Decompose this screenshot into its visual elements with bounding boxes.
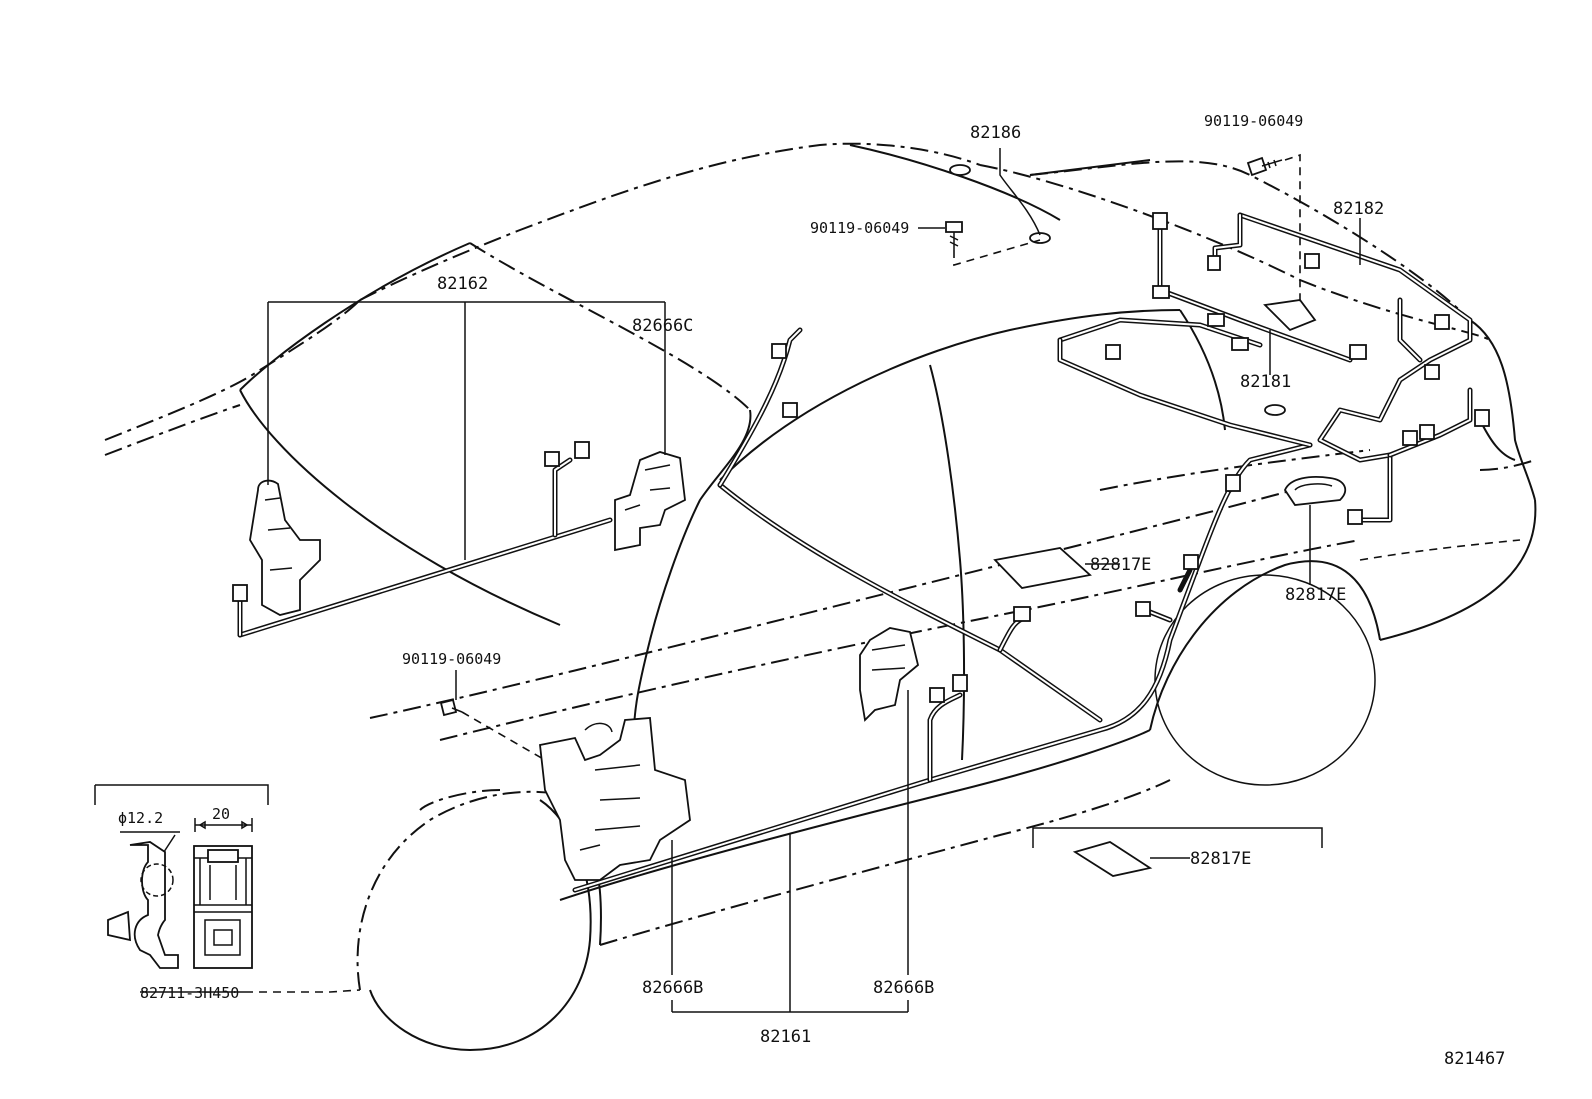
label-82182: 82182 bbox=[1333, 199, 1384, 219]
inset-pad-82817E bbox=[1032, 827, 1323, 877]
connector bbox=[782, 402, 798, 418]
bolt-90119-06049-top-right bbox=[1246, 156, 1283, 177]
connector bbox=[1424, 364, 1440, 380]
label-82161: 82161 bbox=[760, 1027, 811, 1047]
connector bbox=[1105, 344, 1121, 360]
connector bbox=[1183, 554, 1199, 570]
leader-lines bbox=[140, 148, 1361, 1013]
car-body-outline bbox=[104, 142, 1537, 1052]
bolt-link-top-right bbox=[1284, 153, 1301, 305]
label-82817E-floor: 82817E bbox=[1090, 555, 1151, 575]
connector bbox=[1013, 606, 1031, 622]
connector bbox=[1304, 253, 1320, 269]
connector bbox=[771, 343, 787, 359]
label-82666B-right: 82666B bbox=[873, 978, 934, 998]
connector bbox=[1231, 337, 1249, 351]
connector bbox=[1135, 601, 1151, 617]
connector bbox=[1347, 509, 1363, 525]
label-82162: 82162 bbox=[437, 274, 488, 294]
label-82186: 82186 bbox=[970, 123, 1021, 143]
clip-link bbox=[245, 989, 361, 993]
harness-82161-floor bbox=[572, 442, 1313, 893]
label-82666B-left: 82666B bbox=[642, 978, 703, 998]
label-82181: 82181 bbox=[1240, 372, 1291, 392]
connector bbox=[929, 687, 945, 703]
part-82162-front-left-bracket bbox=[249, 479, 321, 616]
connector bbox=[1419, 424, 1435, 440]
connector bbox=[232, 584, 248, 602]
connector bbox=[1207, 313, 1225, 327]
pad-82817E-rear bbox=[1283, 476, 1347, 506]
pad-82817E-floor bbox=[993, 547, 1092, 589]
connector bbox=[544, 451, 560, 467]
harness-a-pillar bbox=[717, 327, 803, 488]
connector bbox=[1349, 344, 1367, 360]
bolt-90119-06049-left bbox=[439, 698, 463, 717]
part-82666C-front-right bbox=[614, 451, 686, 552]
connector bbox=[1152, 212, 1168, 230]
bolt-link-top bbox=[953, 239, 1041, 267]
bolt-90119-06049-top bbox=[945, 221, 963, 250]
connector bbox=[1434, 314, 1450, 330]
label-82817E-inset: 82817E bbox=[1190, 849, 1251, 869]
label-82817E-rear: 82817E bbox=[1285, 585, 1346, 605]
dimension-diameter: ϕ12.2 bbox=[118, 809, 163, 827]
label-90119-06049-top: 90119-06049 bbox=[810, 219, 909, 237]
connector bbox=[574, 441, 590, 459]
diagram-id: 821467 bbox=[1444, 1049, 1505, 1069]
dimension-width: 20 bbox=[212, 805, 230, 823]
grommet bbox=[949, 164, 971, 176]
connector bbox=[1402, 430, 1418, 446]
harness-82181-82182-rear bbox=[949, 164, 1490, 525]
label-82666C: 82666C bbox=[632, 316, 693, 336]
connector bbox=[1207, 255, 1221, 271]
grommet bbox=[1264, 404, 1286, 416]
part-82666B-rear-lock bbox=[859, 627, 920, 722]
part-82666B-front-left-lock bbox=[539, 717, 691, 881]
label-90119-06049-left: 90119-06049 bbox=[402, 650, 501, 668]
label-90119-06049-top-right: 90119-06049 bbox=[1204, 112, 1303, 130]
connector bbox=[1474, 409, 1490, 427]
label-82711-3H450: 82711-3H450 bbox=[140, 984, 239, 1002]
connector bbox=[952, 674, 968, 692]
harness-82162-front bbox=[232, 441, 613, 638]
inset-clip-82711 bbox=[94, 784, 269, 969]
bolt-link-left bbox=[461, 711, 546, 761]
rear-bracket bbox=[1263, 299, 1317, 332]
connector bbox=[1225, 474, 1241, 492]
connector bbox=[1152, 285, 1170, 299]
grommet bbox=[1029, 232, 1051, 244]
